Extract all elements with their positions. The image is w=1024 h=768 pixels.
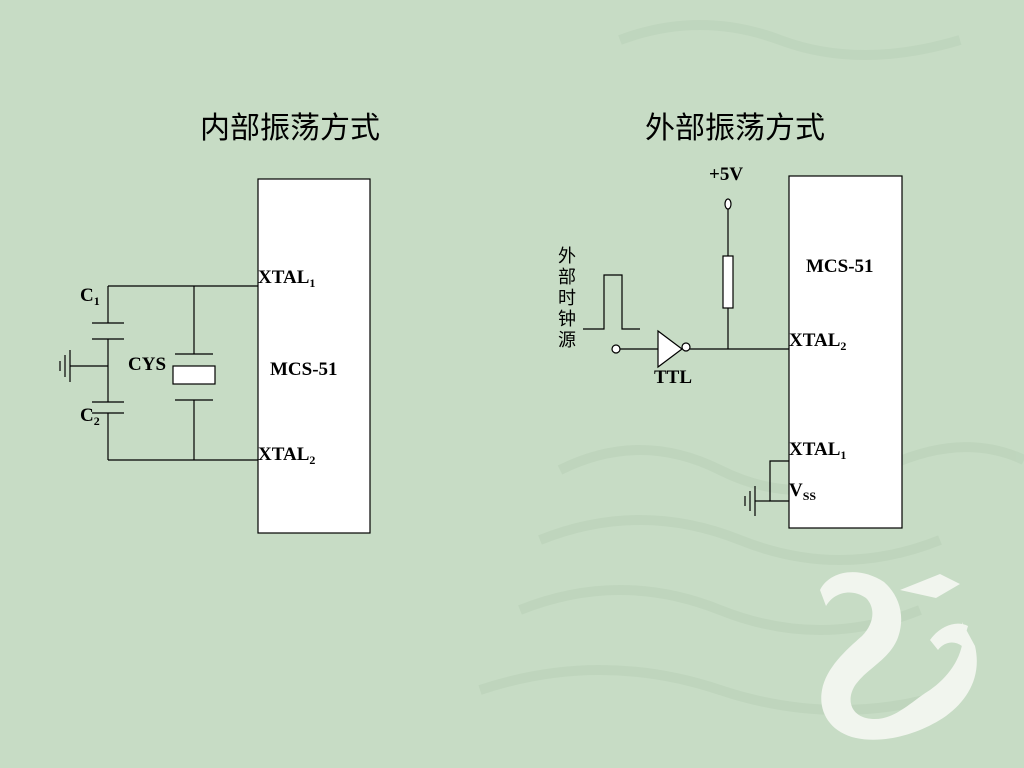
clock-pulse-waveform: [583, 274, 640, 330]
clock-source-label: 外部时钟源: [558, 246, 576, 351]
pin-label-xtal2-left: XTAL2: [258, 444, 316, 467]
pin-label-xtal2-right: XTAL2: [789, 330, 847, 353]
chip-box-left: [257, 178, 371, 534]
capacitor-c1-label: C1: [80, 285, 100, 308]
right-title: 外部振荡方式: [645, 111, 825, 146]
supply-label: +5V: [709, 164, 744, 185]
chip-label-right: MCS-51: [806, 256, 874, 277]
pin-label-xtal1-left: XTAL1: [258, 267, 316, 290]
capacitor-c2-label: C2: [80, 405, 100, 428]
background-ornament: [478, 20, 1024, 715]
ttl-label: TTL: [654, 367, 693, 388]
dragon-ornament: [820, 572, 977, 740]
external-oscillator-circuit: [583, 175, 903, 529]
crystal-label: CYS: [128, 354, 167, 375]
ttl-inverter: [657, 329, 683, 369]
vss-label: VSS: [789, 480, 817, 503]
chip-box-right: [788, 175, 903, 529]
left-title: 内部振荡方式: [200, 111, 380, 146]
internal-oscillator-circuit: [59, 178, 371, 534]
chip-label-left: MCS-51: [270, 359, 338, 380]
pull-up-resistor: [722, 255, 734, 309]
pin-label-xtal1-right: XTAL1: [789, 439, 847, 462]
